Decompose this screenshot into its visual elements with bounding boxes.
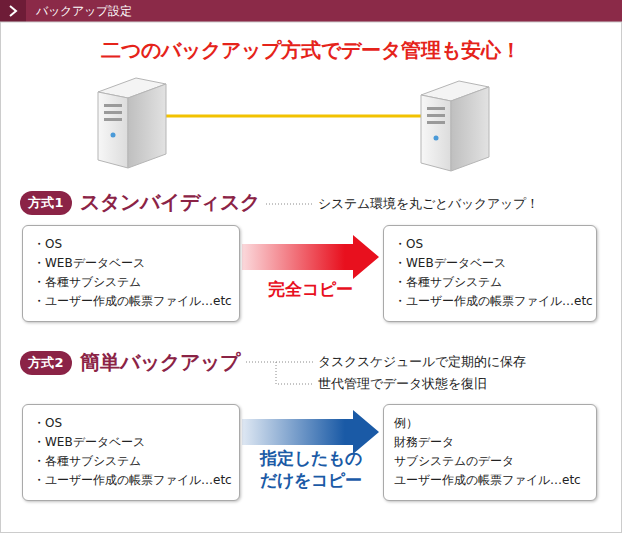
node-text: ・OS [33, 414, 229, 433]
node-text: ・ユーザー作成の帳票ファイル…etc [394, 292, 586, 311]
node-text: 例） [394, 414, 586, 433]
server-led [434, 136, 439, 141]
method-badge: 方式2 [20, 351, 72, 375]
header-tab [0, 0, 26, 22]
node-text: 方式2 [20, 351, 72, 375]
node-text: バックアップ設定 [36, 0, 622, 22]
node-text: ・OS [33, 235, 229, 254]
leader-line [266, 204, 313, 205]
server-front [421, 95, 451, 171]
server-slot [427, 114, 445, 117]
server-front [98, 92, 128, 168]
node-text: ・ユーザー作成の帳票ファイル…etc [33, 471, 229, 490]
diagram-title: 二つのバックアップ方式でデータ管理も安心！ [0, 36, 622, 64]
method-badge: 方式1 [20, 191, 72, 215]
copy-arrow [242, 235, 379, 279]
header-band-label: バックアップ設定 [0, 0, 622, 22]
leader-line [246, 362, 313, 363]
server-slot [104, 111, 122, 114]
target-box: ・OS・WEBデータベース・各種サブシステム・ユーザー作成の帳票ファイル…etc [383, 225, 597, 322]
method-heading: 簡単バックアップ [80, 349, 240, 375]
header-chevron [10, 6, 16, 16]
server-side [128, 84, 166, 168]
node-text: ・各種サブシステム [33, 273, 229, 292]
source-box: ・OS・WEBデータベース・各種サブシステム・ユーザー作成の帳票ファイル…etc [22, 225, 240, 322]
server-side [451, 87, 489, 171]
node-text: ・OS [394, 235, 586, 254]
server-slot [104, 118, 122, 121]
server-slot [427, 121, 445, 124]
method-note: システム環境を丸ごとバックアップ！ [318, 195, 539, 213]
arrow-label: 完全コピー [251, 278, 371, 300]
node-text: ・WEBデータベース [33, 254, 229, 273]
source-box: ・OS・WEBデータベース・各種サブシステム・ユーザー作成の帳票ファイル…etc [22, 404, 240, 501]
node-text: ・各種サブシステム [394, 273, 586, 292]
server-icon [421, 81, 489, 171]
server-slot [427, 107, 445, 110]
node-text: サブシステムのデータ [394, 452, 586, 471]
server-slot [104, 104, 122, 107]
header-band [0, 0, 622, 22]
leader-line [276, 362, 313, 384]
node-text: ・WEBデータベース [394, 254, 586, 273]
node-text: ・ユーザー作成の帳票ファイル…etc [33, 292, 229, 311]
method-note: 世代管理でデータ状態を復旧 [318, 375, 487, 393]
method-heading: スタンバイディスク [80, 189, 260, 215]
method-note: タスクスケジュールで定期的に保存 [318, 353, 526, 371]
node-text: 財務データ [394, 433, 586, 452]
link-line [150, 115, 440, 118]
server-led [111, 133, 116, 138]
copy-arrow [242, 410, 379, 454]
target-box: 例）財務データサブシステムのデータユーザー作成の帳票ファイル…etc [383, 404, 597, 501]
node-text: 方式1 [20, 191, 72, 215]
node-text: ・WEBデータベース [33, 433, 229, 452]
server-icon [98, 78, 166, 168]
node-text: ・各種サブシステム [33, 452, 229, 471]
arrow-label: 指定したもの だけをコピー [251, 447, 371, 491]
node-text: ユーザー作成の帳票ファイル…etc [394, 471, 586, 490]
outer-frame [1, 22, 622, 533]
